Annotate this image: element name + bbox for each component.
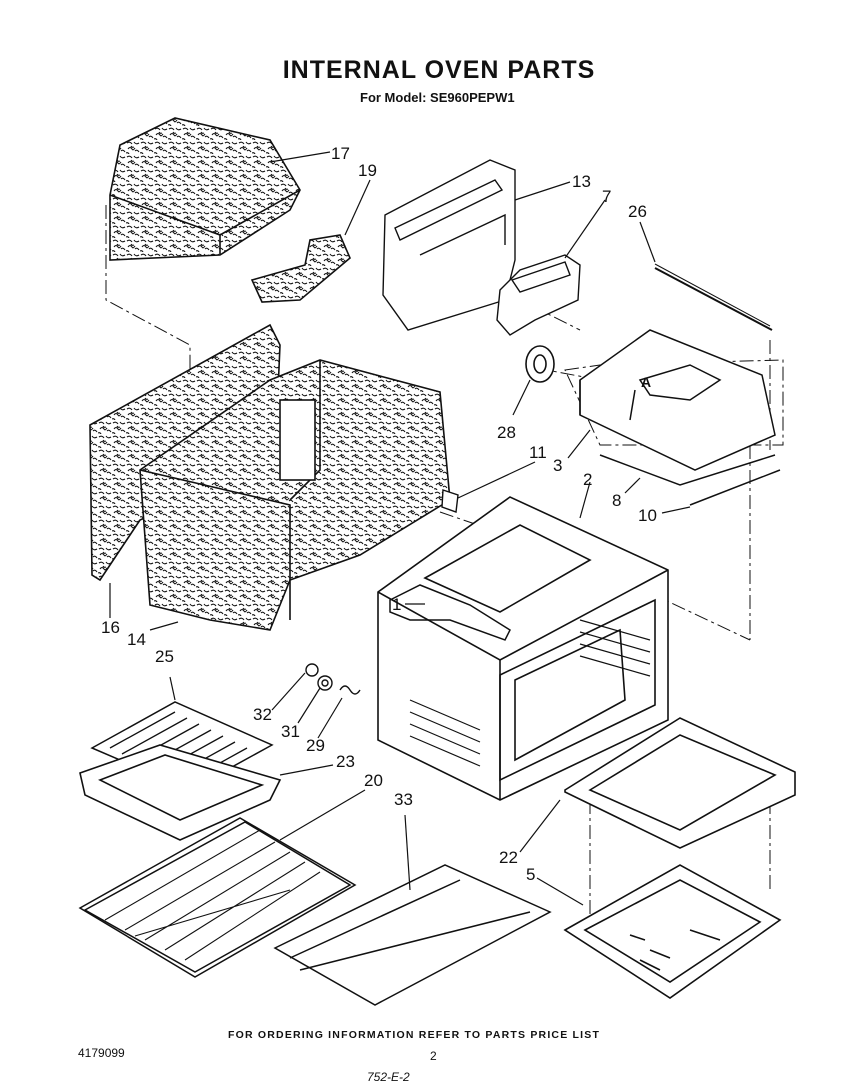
callout-17: 17 — [331, 144, 350, 163]
callout-29: 29 — [306, 736, 325, 755]
inset-marker: A — [641, 374, 651, 390]
part-20-oven-rack — [78, 817, 357, 978]
callout-16: 16 — [101, 618, 120, 637]
callout-19: 19 — [358, 161, 377, 180]
part-11-bracket — [441, 489, 459, 513]
page-number: 2 — [430, 1049, 437, 1063]
part-33-rack-guide — [273, 864, 552, 1006]
part-26-rod — [654, 263, 773, 331]
part-32-nut — [305, 663, 319, 677]
part-23-broiler-pan — [79, 744, 282, 841]
part-19-pad — [250, 234, 351, 303]
part-8-strip — [599, 454, 776, 486]
part-22-drawer-liner — [564, 717, 796, 849]
callout-23: 23 — [336, 752, 355, 771]
ordering-note: FOR ORDERING INFORMATION REFER TO PARTS … — [228, 1029, 601, 1041]
callout-3: 3 — [553, 456, 563, 475]
callout-1: 1 — [392, 595, 402, 614]
callout-31: 31 — [281, 722, 300, 741]
callout-26: 26 — [628, 202, 647, 221]
leader-lines — [109, 151, 691, 906]
part-1-element — [389, 584, 511, 641]
part-2-oven-liner — [377, 496, 669, 801]
callout-10: 10 — [638, 506, 657, 525]
part-3-element-cover — [579, 329, 776, 471]
callout-11: 11 — [529, 443, 547, 462]
callout-7: 7 — [602, 187, 612, 206]
part-17-top-insulation — [109, 117, 301, 261]
diagram-title: INTERNAL OVEN PARTS — [282, 56, 596, 84]
part-28-grommet — [525, 345, 555, 383]
callout-13: 13 — [572, 172, 591, 191]
part-7-duct — [496, 254, 581, 336]
part-29-spring — [339, 685, 361, 695]
callout-20: 20 — [364, 771, 383, 790]
callout-28: 28 — [497, 423, 516, 442]
part-13-rear-panel — [382, 159, 516, 331]
callout-14: 14 — [127, 630, 146, 649]
callout-25: 25 — [155, 647, 174, 666]
callout-22: 22 — [499, 848, 518, 867]
document-number: 4179099 — [78, 1046, 125, 1060]
callout-2: 2 — [583, 470, 593, 489]
model-subtitle: For Model: SE960PEPW1 — [360, 90, 515, 105]
part-31-washer — [317, 675, 333, 691]
part-5-drawer-pan — [563, 864, 782, 999]
revision-code: 752-E-2 — [367, 1070, 410, 1084]
callout-8: 8 — [612, 491, 622, 510]
part-14-wrap-insulation — [139, 359, 451, 631]
callout-33: 33 — [394, 790, 413, 809]
callout-5: 5 — [526, 865, 536, 884]
callout-32: 32 — [253, 705, 272, 724]
part-10-strip — [689, 469, 781, 506]
